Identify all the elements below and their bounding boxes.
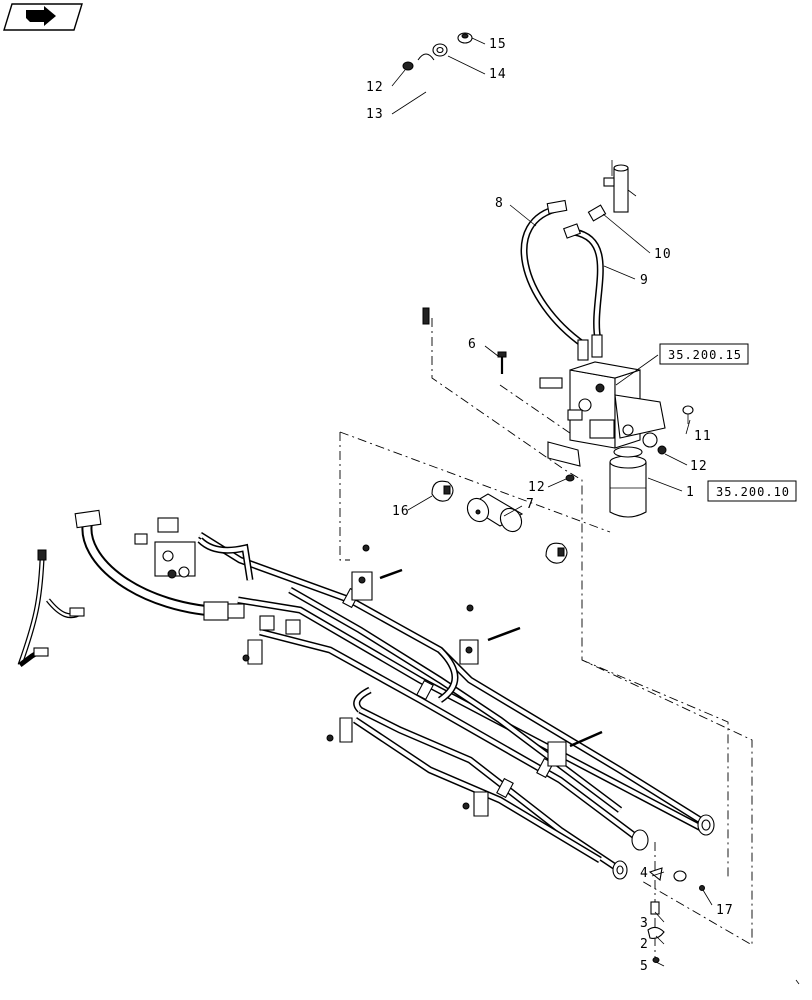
callout-5: 5 — [640, 959, 649, 974]
callout-12-lower: 12 — [528, 480, 546, 495]
callout-2: 2 — [640, 937, 649, 952]
ref-box-valve[interactable]: 35.200.15 — [659, 343, 749, 365]
assembly-boundary-lines — [339, 318, 753, 960]
nav-arrow-button[interactable] — [3, 3, 83, 31]
bolt-6 — [497, 351, 507, 374]
callout-10: 10 — [654, 247, 672, 262]
filter-canister — [609, 446, 647, 518]
ref-valve-label: 35.200.15 — [668, 348, 742, 362]
part-5-nut — [652, 957, 660, 963]
callout-4: 4 — [640, 866, 649, 881]
callout-11: 11 — [694, 429, 712, 444]
callout-labels: 12 13 14 15 8 10 9 6 11 12 1 12 7 16 4 3… — [366, 37, 734, 974]
part-2-bracket — [647, 926, 665, 939]
valve-block — [539, 361, 667, 467]
callout-13: 13 — [366, 107, 384, 122]
part-3-spacer — [650, 901, 660, 915]
hose-8 — [520, 199, 589, 361]
tee-fitting — [603, 160, 637, 213]
callout-12-right: 12 — [690, 459, 708, 474]
callout-8: 8 — [495, 196, 504, 211]
tube-bracket-upper — [351, 544, 403, 601]
tube-bracket-middle — [459, 604, 521, 665]
ref-box-filter[interactable]: 35.200.10 — [707, 480, 797, 502]
arrow-pointer-icon — [26, 6, 56, 26]
fitting-10 — [587, 204, 607, 222]
dipstick-rod — [417, 53, 435, 325]
callout-1: 1 — [686, 485, 695, 500]
callout-3: 3 — [640, 916, 649, 931]
part-17-screw — [699, 885, 705, 891]
callout-14: 14 — [489, 67, 507, 82]
callout-6: 6 — [468, 337, 477, 352]
grommet-part — [402, 61, 414, 71]
callout-7: 7 — [526, 497, 535, 512]
nut-12-lower — [565, 474, 575, 482]
tube-bundle — [197, 532, 715, 882]
inline-filter-7 — [466, 493, 524, 533]
left-large-hose — [74, 509, 245, 621]
part-4-clip — [648, 867, 663, 882]
fitting-cluster — [134, 517, 196, 579]
bolt-11 — [682, 405, 694, 424]
washer-part — [432, 43, 448, 57]
leader-lines — [391, 37, 713, 967]
callout-15: 15 — [489, 37, 507, 52]
tube-bracket-left — [242, 639, 489, 817]
clamp-16-upper — [431, 480, 454, 502]
callout-9: 9 — [640, 273, 649, 288]
callout-17: 17 — [716, 903, 734, 918]
clamp-16-lower — [545, 542, 568, 564]
ref-filter-label: 35.200.10 — [716, 485, 790, 499]
tube-bracket-lower — [547, 730, 603, 767]
callout-16: 16 — [392, 504, 410, 519]
hose-9 — [563, 223, 604, 358]
left-small-hose — [17, 549, 85, 667]
nut-part — [457, 32, 473, 44]
callout-12-top: 12 — [366, 80, 384, 95]
